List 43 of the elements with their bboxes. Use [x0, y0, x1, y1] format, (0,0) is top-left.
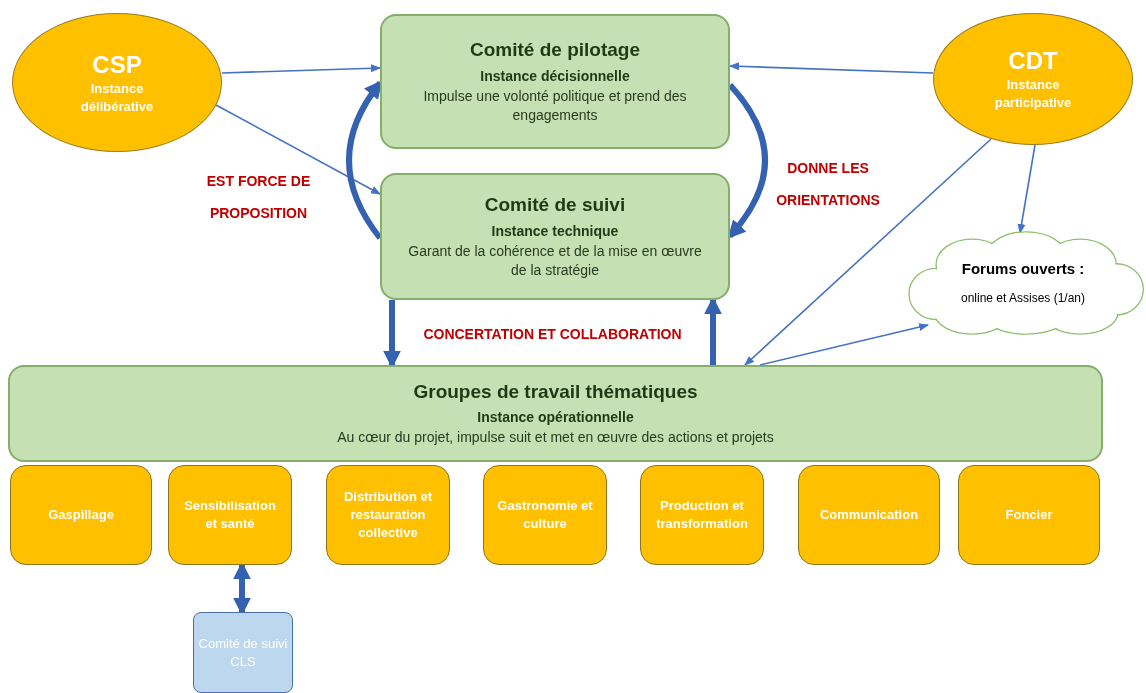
box-description: Impulse une volonté politique et prend des engagements — [422, 86, 688, 125]
box-description: Au cœur du projet, impulse suit et met en œuvre des actions et projets — [337, 428, 774, 448]
box-title: Comité de pilotage — [470, 37, 640, 62]
ellipse-title: CDT — [1008, 46, 1058, 77]
arrow — [759, 323, 929, 366]
theme-box — [640, 465, 764, 565]
theme-box — [958, 465, 1100, 565]
arrow — [1017, 144, 1036, 234]
cloud-text: online et Assises (1/an) — [960, 289, 1086, 307]
theme-box — [10, 465, 152, 565]
box-label: Foncier — [1005, 506, 1053, 524]
box-subtitle: Instance opérationnelle — [477, 408, 634, 428]
ellipse-title: CSP — [92, 49, 142, 80]
ellipse-subtitle: Instance délibérative — [79, 79, 155, 116]
cloud-title: Forums ouverts : — [961, 259, 1085, 280]
arrow — [215, 104, 381, 195]
box-label: Production et transformation — [655, 497, 749, 533]
box-title: Groupes de travail thématiques — [413, 379, 698, 404]
ellipse-subtitle: Instance participative — [993, 76, 1073, 112]
theme-box — [168, 465, 292, 565]
box-label: Distribution et restauration collective — [342, 488, 434, 542]
process-box — [380, 14, 730, 149]
box-subtitle: Instance technique — [491, 221, 619, 241]
arrow — [729, 62, 934, 74]
edge-label: EST FORCE DE PROPOSITION — [205, 172, 312, 224]
box-subtitle: Instance décisionnelle — [480, 66, 630, 86]
edge-label: CONCERTATION ET COLLABORATION — [422, 325, 683, 344]
process-box — [8, 365, 1103, 462]
process-box — [380, 173, 730, 300]
box-label: Gastronomie et culture — [496, 497, 594, 533]
box-description: Garant de la cohérence et de la mise en œuvre de la stratégie — [407, 241, 703, 280]
theme-box — [326, 465, 450, 565]
process-box — [193, 612, 293, 693]
box-label: Sensibilisation et santé — [183, 497, 277, 533]
edge-label: DONNE LES ORIENTATIONS — [775, 159, 881, 211]
theme-box — [483, 465, 607, 565]
box-label: Comité de suivi CLS — [198, 634, 288, 671]
theme-box — [798, 465, 940, 565]
arrow — [221, 64, 381, 74]
arrow — [744, 138, 992, 366]
box-label: Gaspillage — [48, 506, 114, 524]
box-title: Comité de suivi — [484, 192, 626, 217]
box-label: Communication — [819, 506, 919, 524]
